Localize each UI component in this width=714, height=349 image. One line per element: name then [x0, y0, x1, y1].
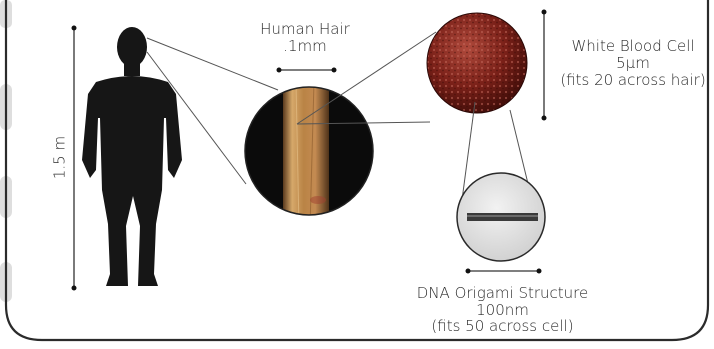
cell-note: (fits 20 across hair): [553, 73, 713, 88]
dna-title: DNA Origami Structure: [395, 286, 610, 301]
cell-title: White Blood Cell: [553, 39, 713, 54]
hair-scale-bar: [277, 68, 337, 73]
dna-size: 100nm: [395, 303, 610, 318]
human-silhouette-icon: [82, 27, 182, 286]
human-scale-bar: [72, 26, 77, 291]
cell-scale-bar: [542, 10, 547, 121]
white-blood-cell-image: [427, 13, 527, 113]
human-scale-label: 1.5 m: [53, 128, 68, 188]
hair-title: Human Hair: [230, 22, 380, 37]
hair-size: .1mm: [230, 39, 380, 54]
dna-origami-view: [457, 173, 545, 261]
cell-size: 5µm: [553, 56, 713, 71]
dna-scale-bar: [466, 269, 542, 274]
dna-note: (fits 50 across cell): [395, 319, 610, 334]
hair-magnified-view: [245, 80, 373, 230]
